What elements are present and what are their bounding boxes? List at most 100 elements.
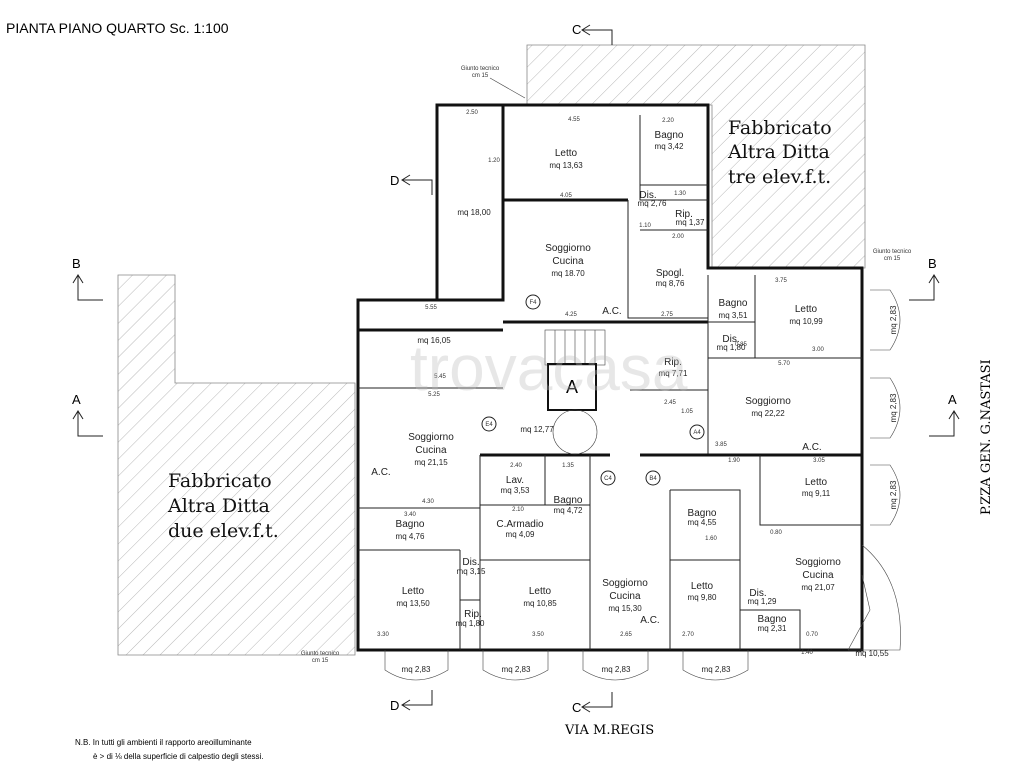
- svg-text:1.60: 1.60: [705, 536, 717, 542]
- room-area: mq 4,55: [688, 518, 717, 527]
- svg-text:5.45: 5.45: [434, 374, 446, 380]
- room-name: Rip.: [675, 209, 693, 220]
- room-area: mq 3,15: [457, 567, 486, 576]
- svg-text:0.80: 0.80: [770, 530, 782, 536]
- room-area: mq 12,77: [520, 425, 554, 434]
- svg-text:2.10: 2.10: [512, 507, 524, 513]
- room-area: mq 10,55: [855, 649, 889, 658]
- balconies: [384, 289, 901, 681]
- dimension-labels: 2.50 4.55 2.20 4.05 1.30 1.10 2.00 4.25 …: [377, 110, 825, 656]
- svg-text:3.40: 3.40: [404, 512, 416, 518]
- svg-text:C: C: [572, 22, 581, 37]
- room-name: Bagno: [655, 130, 684, 141]
- room-name: Soggiorno: [745, 396, 791, 407]
- room-name: Soggiorno: [795, 557, 841, 568]
- svg-text:2.45: 2.45: [664, 400, 676, 406]
- room-name: Spogl.: [656, 268, 684, 279]
- neighbor-right-line3: tre elev.f.t.: [728, 166, 831, 188]
- neighbor-left-line2: Altra Ditta: [167, 495, 270, 517]
- svg-text:4.25: 4.25: [565, 312, 577, 318]
- svg-text:1.35: 1.35: [562, 463, 574, 469]
- room-area: mq 21,07: [801, 583, 835, 592]
- svg-text:mq 2,83: mq 2,83: [502, 665, 531, 674]
- svg-text:1.90: 1.90: [728, 458, 740, 464]
- room-area: mq 10,99: [789, 317, 823, 326]
- svg-text:3.00: 3.00: [812, 347, 824, 353]
- ac-labels: A.C. A.C. A.C. A.C.: [371, 306, 821, 626]
- room-name: Dis.: [639, 190, 656, 201]
- svg-text:B4: B4: [649, 476, 657, 482]
- svg-text:D: D: [390, 173, 399, 188]
- room-name: Bagno: [719, 298, 748, 309]
- room-area: mq 1,29: [748, 597, 777, 606]
- room-area: mq 16,05: [417, 336, 451, 345]
- svg-text:A.C.: A.C.: [371, 467, 390, 478]
- note-line-2: è > di ⅛ della superficie di calpestio d…: [93, 752, 264, 761]
- svg-text:5.25: 5.25: [428, 392, 440, 398]
- svg-text:C: C: [572, 700, 581, 715]
- svg-text:5.55: 5.55: [425, 305, 437, 311]
- room-area: mq 3,51: [719, 311, 748, 320]
- room-area: mq 3,42: [655, 142, 684, 151]
- exterior-walls: [356, 103, 901, 652]
- svg-text:mq 2,83: mq 2,83: [702, 665, 731, 674]
- svg-text:1.20: 1.20: [488, 158, 500, 164]
- watermark: trovacasa: [410, 332, 688, 404]
- svg-text:1.10: 1.10: [639, 223, 651, 229]
- balcony-labels: mq 2,83 mq 2,83 mq 2,83 mq 2,83 mq 2,83 …: [402, 305, 898, 674]
- room-area: mq 4,09: [506, 530, 535, 539]
- neighbor-right-line1: Fabbricato: [728, 117, 832, 139]
- svg-text:C4: C4: [604, 476, 612, 482]
- room-name: Soggiorno: [545, 243, 591, 254]
- svg-text:E4: E4: [485, 422, 493, 428]
- svg-text:1.40: 1.40: [801, 650, 813, 656]
- svg-text:2.75: 2.75: [661, 312, 673, 318]
- svg-text:A.C.: A.C.: [602, 306, 621, 317]
- room-name: C.Armadio: [496, 519, 544, 530]
- room-name: Letto: [402, 586, 425, 597]
- room-name: Rip.: [464, 609, 482, 620]
- room-area: mq 1,80: [456, 619, 485, 628]
- room-name: Cucina: [802, 570, 834, 581]
- room-name: Cucina: [552, 256, 584, 267]
- svg-text:A.C.: A.C.: [640, 615, 659, 626]
- stair-label: A: [566, 377, 578, 397]
- svg-text:A: A: [948, 392, 957, 407]
- room-area: mq 13,63: [549, 161, 583, 170]
- plan-title: PIANTA PIANO QUARTO Sc. 1:100: [6, 20, 229, 36]
- room-area: mq 10,85: [523, 599, 557, 608]
- svg-text:Giunto tecnico: Giunto tecnico: [873, 249, 912, 255]
- svg-text:3.85: 3.85: [715, 442, 727, 448]
- room-area: mq 22,22: [751, 409, 785, 418]
- room-name: Cucina: [415, 445, 447, 456]
- street-bottom: VIA M.REGIS: [564, 723, 654, 738]
- room-labels: Letto mq 13,63 Bagno mq 3,42 Dis. mq 2,7…: [396, 130, 890, 658]
- svg-text:2.50: 2.50: [466, 110, 478, 116]
- room-area: mq 4,76: [396, 532, 425, 541]
- neighbor-right-line2: Altra Ditta: [727, 141, 830, 163]
- room-name: Soggiorno: [602, 578, 648, 589]
- interior-walls: [358, 115, 862, 650]
- room-name: Letto: [691, 581, 714, 592]
- svg-text:F4: F4: [529, 300, 537, 306]
- room-area: mq 4,72: [554, 506, 583, 515]
- room-name: Rip.: [664, 357, 682, 368]
- svg-text:3.75: 3.75: [775, 278, 787, 284]
- neighbor-left-line1: Fabbricato: [168, 470, 272, 492]
- svg-text:2.65: 2.65: [620, 632, 632, 638]
- neighbor-left-line3: due elev.f.t.: [168, 520, 279, 542]
- svg-text:Giunto tecnico: Giunto tecnico: [301, 651, 340, 657]
- room-area: mq 9,80: [688, 593, 717, 602]
- svg-text:A4: A4: [693, 430, 701, 436]
- svg-text:4.05: 4.05: [560, 193, 572, 199]
- room-area: mq 2,76: [638, 199, 667, 208]
- svg-text:mq 2,83: mq 2,83: [602, 665, 631, 674]
- svg-text:0.85: 0.85: [735, 342, 747, 348]
- room-name: Letto: [805, 477, 828, 488]
- room-area: mq 15,30: [608, 604, 642, 613]
- room-name: Bagno: [554, 495, 583, 506]
- street-right: P.ZZA GEN. G.NASTASI: [979, 359, 994, 515]
- room-area: mq 21,15: [414, 458, 448, 467]
- svg-text:3.50: 3.50: [532, 632, 544, 638]
- room-area: mq 9,11: [802, 489, 831, 498]
